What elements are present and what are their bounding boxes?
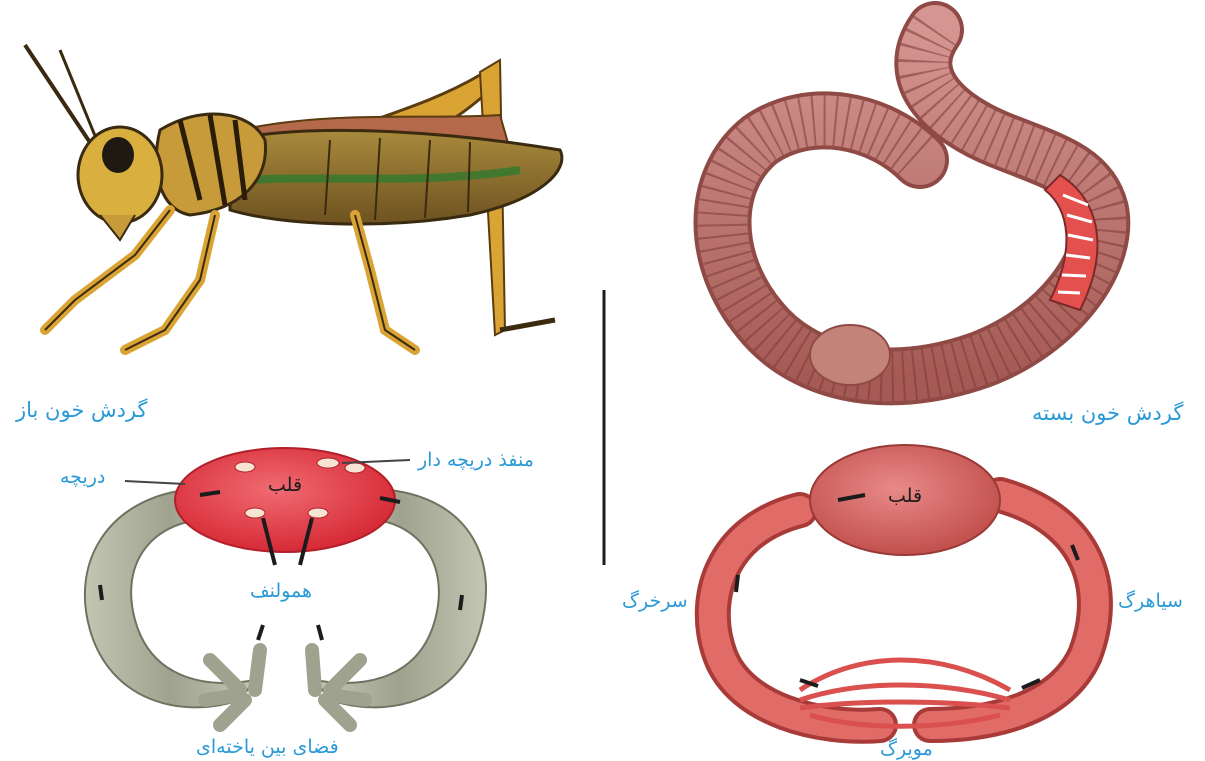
- capillary-label: مویرگ: [880, 740, 933, 759]
- intercellular-space-label: فضای بین یاخته‌ای: [196, 738, 339, 757]
- earthworm-illustration: [723, 30, 1102, 385]
- closed-circulation-title: گردش خون بسته: [1032, 403, 1183, 424]
- closed-heart-label: قلب: [888, 487, 922, 506]
- vein-label: سیاهرگ: [1118, 592, 1183, 611]
- open-heart-label: قلب: [268, 476, 302, 495]
- hemolymph-label: همولنف: [250, 582, 312, 601]
- artery-label: سرخرگ: [622, 592, 688, 611]
- open-circulation-title: گردش خون باز: [16, 400, 148, 421]
- valved-opening-label: منفذ دریچه دار: [418, 451, 534, 470]
- grasshopper-illustration: [25, 45, 562, 350]
- valve-label: دریچه: [60, 468, 105, 487]
